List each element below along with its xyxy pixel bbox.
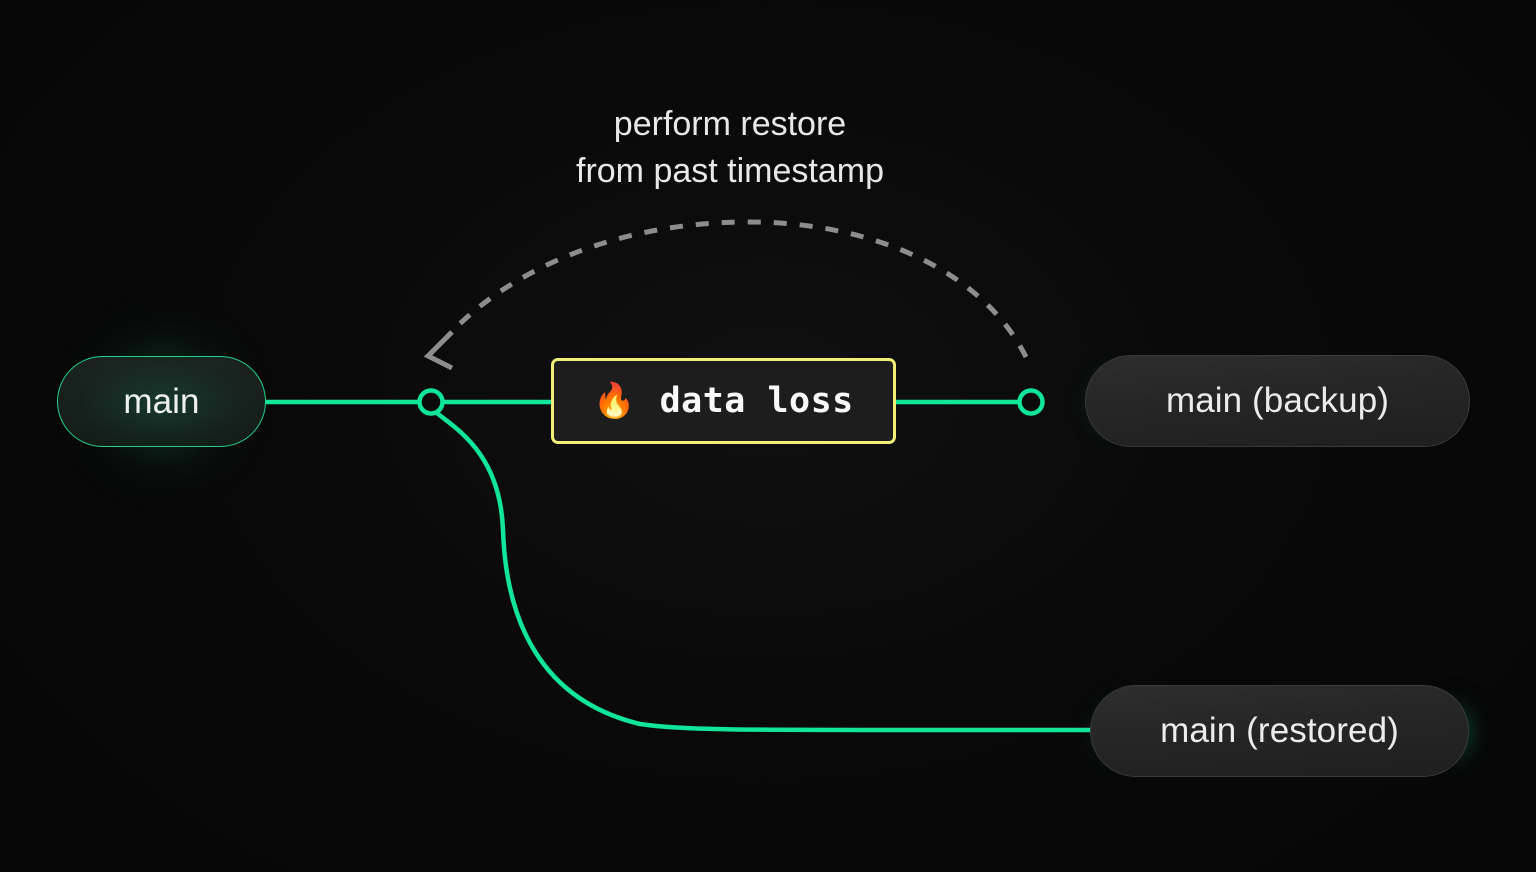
branch-junction-marker[interactable] [417, 388, 445, 416]
connector-restore-arc [445, 219, 1029, 359]
backup-terminal-marker[interactable] [1017, 388, 1045, 416]
node-main-backup-label: main (backup) [1165, 381, 1390, 420]
data-loss-event-box[interactable]: 🔥 data loss [551, 358, 896, 444]
node-main-restored[interactable]: main (restored) [1090, 685, 1469, 777]
connector-junction-to-restored [430, 407, 1093, 733]
fire-emoji-icon: 🔥 [593, 382, 636, 420]
node-main-label: main [123, 381, 200, 421]
data-loss-label: data loss [659, 381, 854, 421]
caption-line-1: perform restore [613, 105, 847, 143]
node-main[interactable]: main [57, 356, 266, 447]
caption-line-2: from past timestamp [576, 152, 884, 190]
restore-caption: perform restore from past timestamp [0, 101, 1460, 195]
restore-arc-arrowhead-icon [423, 330, 454, 371]
node-main-restored-label: main (restored) [1160, 711, 1399, 750]
node-main-backup[interactable]: main (backup) [1085, 355, 1470, 447]
